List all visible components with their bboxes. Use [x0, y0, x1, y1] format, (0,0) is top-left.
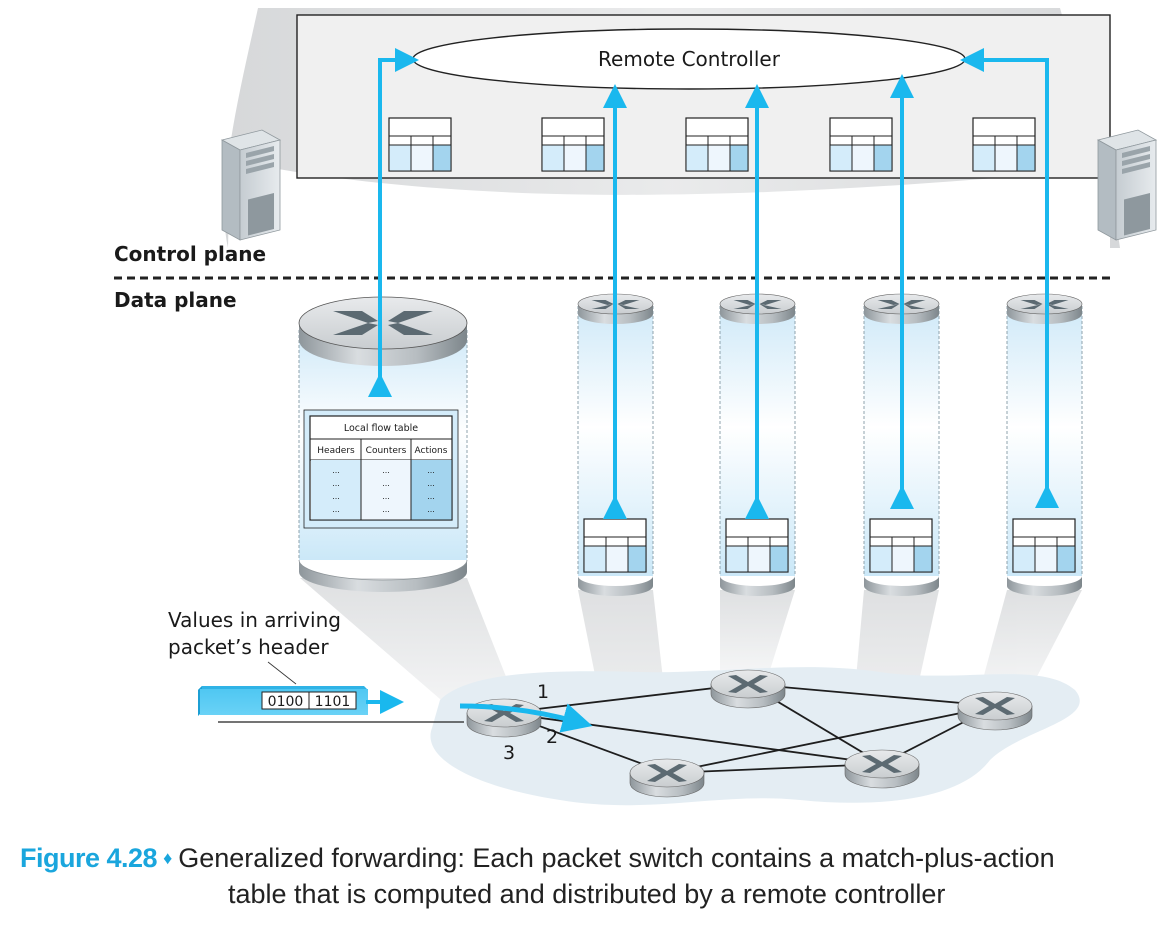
- switch-flow-table: [725, 518, 789, 573]
- arriving-packet[interactable]: 0100 1101: [198, 686, 368, 716]
- controller-flow-table: [829, 117, 893, 172]
- controller-flow-table: [541, 117, 605, 172]
- switch-flow-table: [1012, 518, 1076, 573]
- router-icon: [862, 755, 902, 773]
- network-router[interactable]: [710, 669, 786, 709]
- packet-annotation-line1: Values in arriving: [168, 608, 341, 632]
- network-link: [747, 683, 996, 707]
- switch-flow-table: [583, 518, 647, 573]
- caption-separator: ♦: [163, 848, 173, 868]
- local-flow-table: Local flow table Headers Counters Action…: [303, 409, 459, 529]
- column-header-actions: Actions: [415, 446, 448, 456]
- control-channel-arrow: [368, 48, 419, 397]
- network-router[interactable]: [957, 691, 1033, 731]
- packet-annotation-leader: [267, 661, 297, 685]
- column-header-counters: Counters: [366, 446, 407, 456]
- flow-table-cell: ...: [332, 492, 340, 501]
- flow-table-cell: ...: [332, 466, 340, 475]
- packet-annotation-line2: packet’s header: [168, 635, 329, 659]
- router-icon: [728, 675, 768, 693]
- network-link: [503, 683, 749, 714]
- remote-controller[interactable]: Remote Controller: [412, 28, 966, 90]
- flow-table-cell: ...: [382, 505, 390, 514]
- port-label-1: 1: [537, 681, 549, 703]
- router-icon: [975, 697, 1015, 715]
- caption-line2: table that is computed and distributed b…: [228, 879, 946, 909]
- controller-flow-table: [388, 117, 452, 172]
- data-plane-label: Data plane: [114, 288, 237, 312]
- column-header-headers: Headers: [317, 446, 355, 456]
- router-icon: [647, 764, 687, 782]
- controller-flow-table: [685, 117, 749, 172]
- flow-table-cell: ...: [427, 505, 435, 514]
- flow-table-cell: ...: [382, 492, 390, 501]
- server-icon: [1096, 129, 1158, 241]
- switch-cylinder[interactable]: [1006, 293, 1083, 596]
- packet-field-1: 0100: [268, 694, 304, 710]
- port-label-3: 3: [503, 742, 515, 764]
- network-router[interactable]: [844, 749, 920, 789]
- figure-caption: Figure 4.28♦Generalized forwarding: Each…: [20, 842, 1160, 911]
- flow-table-cell: ...: [427, 479, 435, 488]
- network-routers: [466, 669, 1033, 798]
- flow-table-cell: ...: [382, 479, 390, 488]
- flow-table-cell: ...: [332, 479, 340, 488]
- flow-table-cell: ...: [427, 492, 435, 501]
- slim-switches: [577, 293, 1083, 596]
- flow-table-cell: ...: [332, 505, 340, 514]
- flow-table-cell: ...: [427, 466, 435, 475]
- caption-line1: Generalized forwarding: Each packet swit…: [178, 843, 1055, 873]
- flow-table-title: Local flow table: [344, 423, 418, 434]
- network-link: [666, 705, 996, 774]
- flow-table-cell: ...: [382, 466, 390, 475]
- controller-flow-table: [972, 117, 1036, 172]
- remote-controller-label: Remote Controller: [598, 47, 781, 71]
- port-label-2: 2: [546, 726, 558, 748]
- packet-field-2: 1101: [315, 694, 351, 710]
- network-router[interactable]: [629, 758, 705, 798]
- switch-flow-table: [869, 518, 933, 573]
- server-icon: [220, 129, 282, 241]
- figure-label: Figure 4.28: [20, 843, 158, 873]
- control-channel-arrow: [960, 48, 1059, 508]
- control-channels: [368, 48, 1059, 519]
- forwarding-arrow: [459, 703, 593, 733]
- control-plane-label: Control plane: [114, 242, 266, 266]
